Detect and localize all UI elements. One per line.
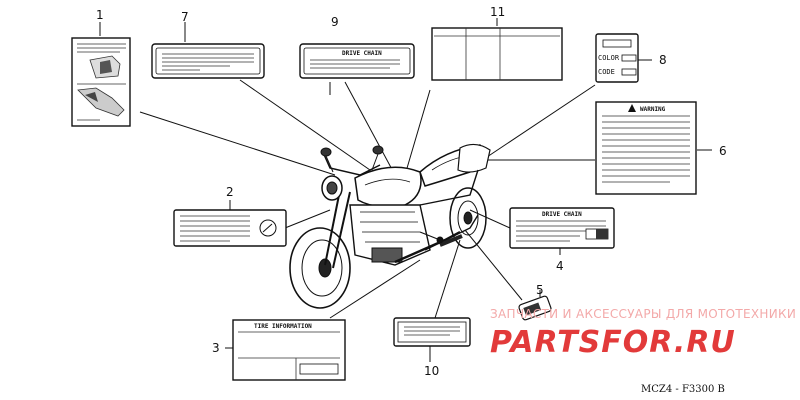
callout-numbers: 1 7 9 11 8 6 2 4 5 3 10	[96, 5, 727, 378]
callout-8: 8	[659, 53, 667, 67]
label-9-drive-chain: DRIVE CHAIN	[299, 43, 415, 79]
label-6-warning: WARNING	[595, 101, 697, 195]
diagram-code: MCZ4 - F3300 B	[641, 384, 725, 395]
warning-triangle-icon	[628, 104, 636, 112]
label-10	[393, 317, 471, 347]
leader-lines	[99, 18, 712, 362]
callout-9: 9	[331, 15, 339, 29]
callout-5: 5	[536, 283, 544, 297]
label-8-color: COLOR	[598, 54, 620, 62]
label-11	[431, 27, 563, 81]
callout-2: 2	[226, 185, 234, 199]
callout-4: 4	[556, 259, 564, 273]
label-5-tag	[518, 295, 552, 321]
label-3-tire-information: TIRE INFORMATION	[232, 319, 346, 381]
callout-7: 7	[181, 10, 189, 24]
label-7	[151, 43, 265, 79]
watermark-brand: PARTSFOR.RU	[490, 325, 736, 360]
label-9-title: DRIVE CHAIN	[342, 50, 382, 57]
callout-10: 10	[424, 364, 439, 378]
callout-3: 3	[212, 341, 220, 355]
label-2	[173, 209, 287, 247]
callout-11: 11	[490, 5, 505, 19]
watermark-tagline: ЗАПЧАСТИ И АКСЕССУАРЫ ДЛЯ МОТОТЕХНИКИ	[490, 307, 796, 321]
label-3-title: TIRE INFORMATION	[254, 323, 312, 330]
callout-6: 6	[719, 144, 727, 158]
label-6-title: WARNING	[640, 106, 666, 113]
label-4-drive-chain: DRIVE CHAIN	[509, 207, 615, 249]
label-4-title: DRIVE CHAIN	[542, 211, 582, 218]
label-8-code: CODE	[598, 68, 615, 76]
callout-1: 1	[96, 8, 104, 22]
label-1-service-card	[71, 37, 131, 127]
label-8-color-code: COLOR CODE	[595, 33, 639, 83]
motorcycle-illustration	[289, 143, 491, 309]
watermark: ЗАПЧАСТИ И АКСЕССУАРЫ ДЛЯ МОТОТЕХНИКИ PA…	[490, 307, 796, 360]
